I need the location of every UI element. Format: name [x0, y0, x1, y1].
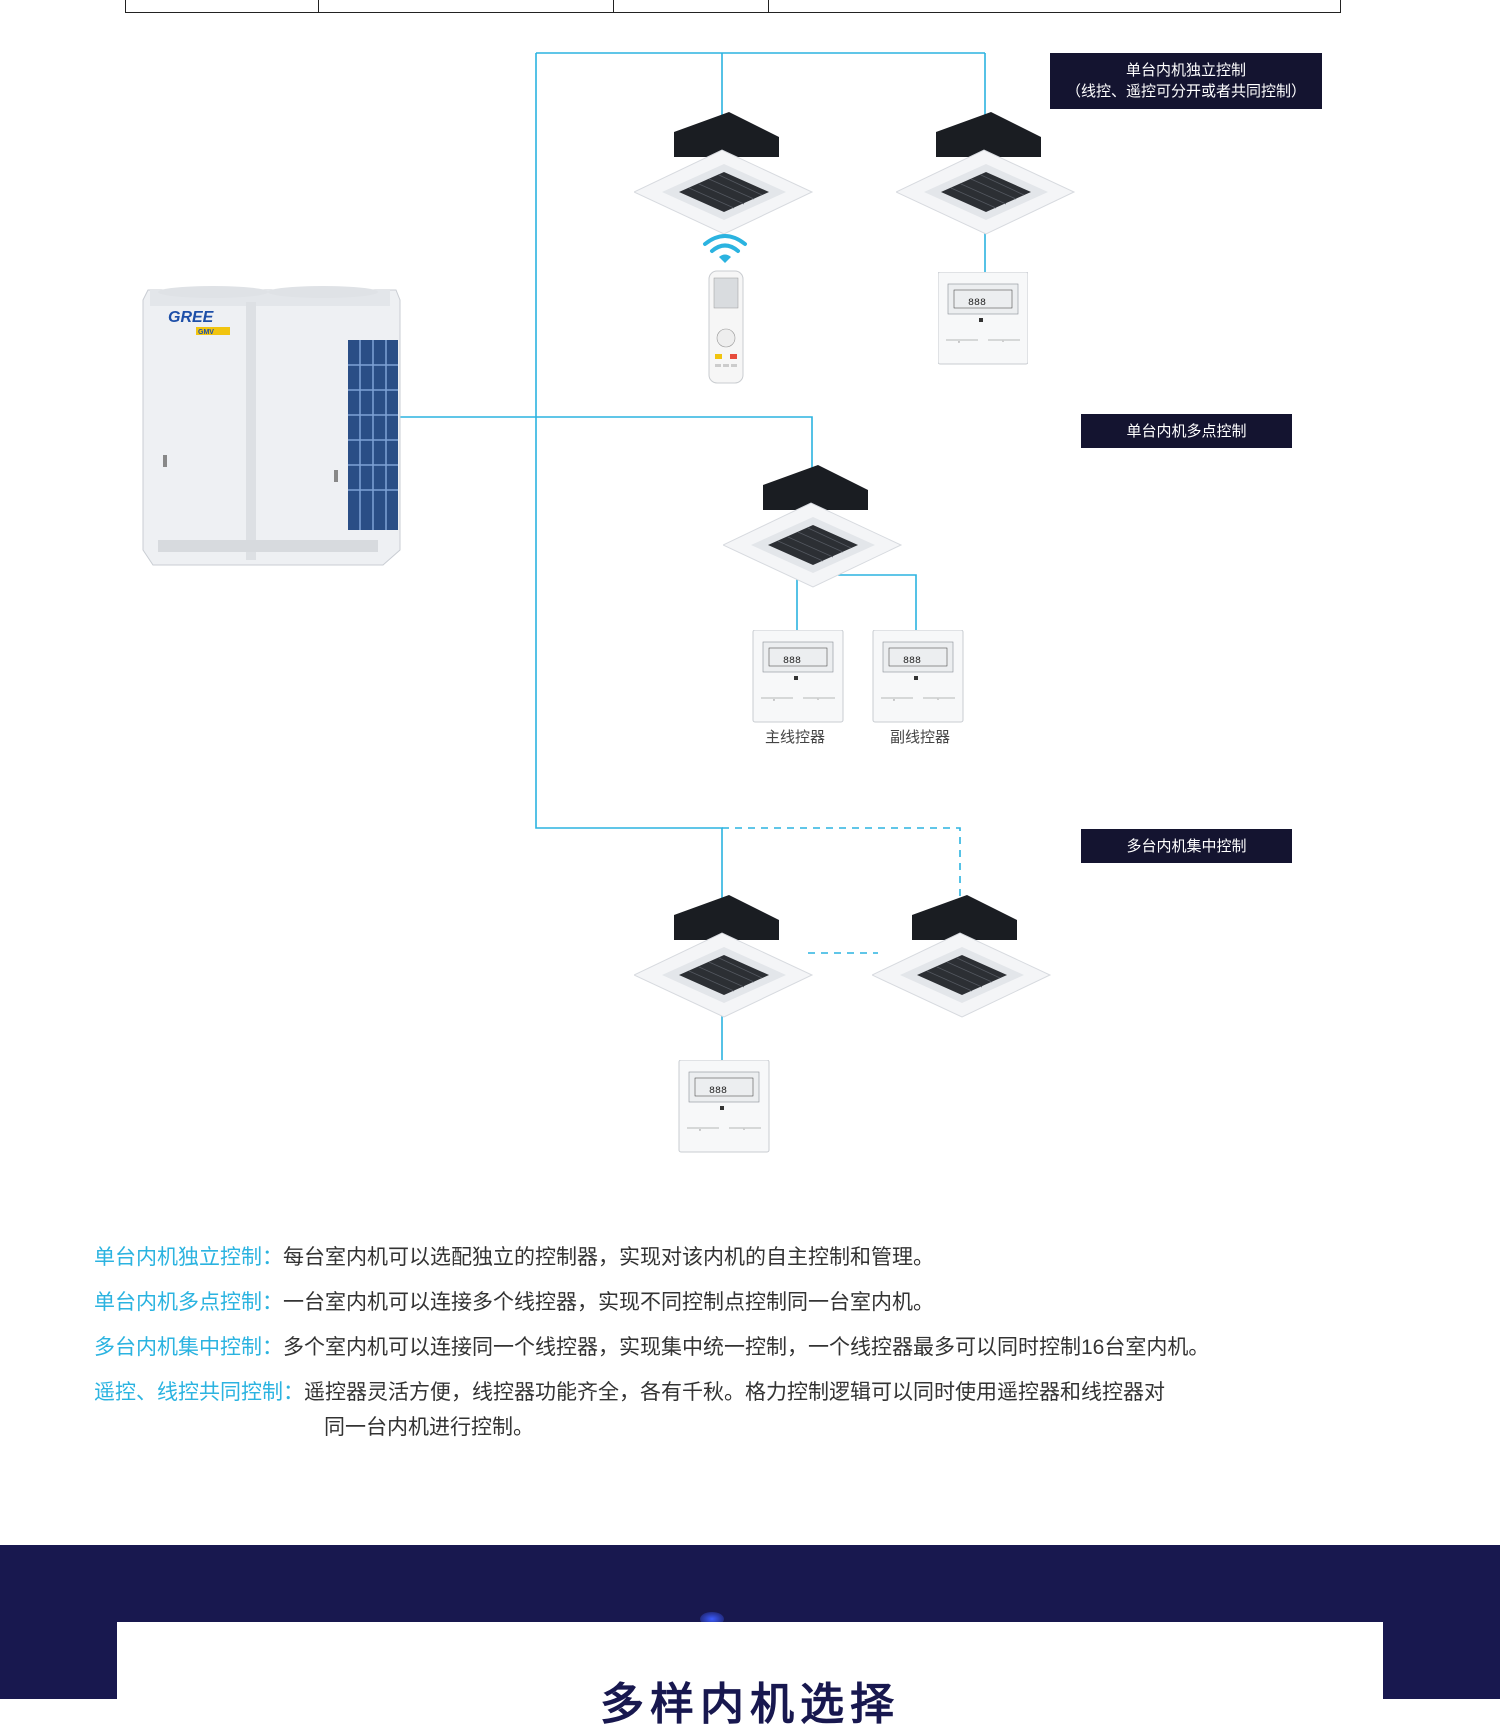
- wired-controller-main: 888: [752, 630, 844, 723]
- caption-main-controller: 主线控器: [764, 729, 825, 746]
- section-card: [117, 1622, 1383, 1699]
- section-title: 多样内机选择: [600, 1680, 900, 1729]
- desc-text: 遥控器灵活方便，线控器功能齐全，各有千秋。格力控制逻辑可以同时使用遥控器和线控器…: [304, 1381, 1165, 1404]
- desc-label: 多台内机集中控制：: [94, 1336, 283, 1359]
- gree-logo: GREE: [168, 309, 215, 326]
- ctrl-digits: 888: [709, 1086, 727, 1097]
- tag-central-label: 多台内机集中控制: [1126, 837, 1247, 855]
- indoor-unit-independent-1: [634, 112, 813, 235]
- description-multipoint: 单台内机多点控制：一台室内机可以连接多个线控器，实现不同控制点控制同一台室内机。: [94, 1286, 934, 1320]
- tag-independent-line1: 单台内机独立控制: [1125, 62, 1246, 79]
- indoor-unit-central-1: [634, 895, 813, 1018]
- indoor-unit-independent-2: [896, 112, 1075, 235]
- tag-central-control: 多台内机集中控制: [1081, 829, 1292, 863]
- wired-controller-central: 888: [678, 1060, 770, 1153]
- tag-multipoint-control: 单台内机多点控制: [1081, 414, 1292, 448]
- wired-controller-sub: 888: [872, 630, 964, 723]
- top-table-remnant: [125, 0, 1341, 13]
- outdoor-unit-image: GREE GMV: [142, 286, 401, 566]
- description-combined: 遥控、线控共同控制：遥控器灵活方便，线控器功能齐全，各有千秋。格力控制逻辑可以同…: [94, 1376, 1165, 1410]
- desc-text: 多个室内机可以连接同一个线控器，实现集中统一控制，一个线控器最多可以同时控制16…: [283, 1336, 1210, 1359]
- desc-label: 单台内机独立控制：: [94, 1246, 283, 1269]
- desc-text: 每台室内机可以选配独立的控制器，实现对该内机的自主控制和管理。: [283, 1246, 934, 1269]
- tag-independent-control: 单台内机独立控制 （线控、遥控可分开或者共同控制）: [1050, 53, 1322, 109]
- indoor-unit-central-2: [872, 895, 1051, 1018]
- description-central: 多台内机集中控制：多个室内机可以连接同一个线控器，实现集中统一控制，一个线控器最…: [94, 1331, 1209, 1365]
- remote-controller-image: [708, 270, 744, 384]
- ctrl-digits: 888: [968, 298, 986, 309]
- description-combined-cont: 同一台内机进行控制。: [324, 1416, 534, 1439]
- gmv-logo: GMV: [198, 329, 214, 336]
- ctrl-digits: 888: [903, 656, 921, 667]
- wiring-diagram: [398, 52, 986, 1060]
- wireless-signal-icon: [703, 234, 747, 263]
- caption-sub-controller: 副线控器: [889, 729, 950, 746]
- indoor-unit-multipoint: [723, 465, 902, 588]
- tag-independent-line2: （线控、遥控可分开或者共同控制）: [1065, 83, 1306, 100]
- desc-label: 单台内机多点控制：: [94, 1291, 283, 1314]
- wired-controller-independent: 888: [938, 272, 1028, 365]
- desc-label: 遥控、线控共同控制：: [94, 1381, 304, 1404]
- desc-text: 一台室内机可以连接多个线控器，实现不同控制点控制同一台室内机。: [283, 1291, 934, 1314]
- tag-multipoint-label: 单台内机多点控制: [1126, 422, 1247, 440]
- ctrl-digits: 888: [783, 656, 801, 667]
- description-independent: 单台内机独立控制：每台室内机可以选配独立的控制器，实现对该内机的自主控制和管理。: [94, 1241, 934, 1275]
